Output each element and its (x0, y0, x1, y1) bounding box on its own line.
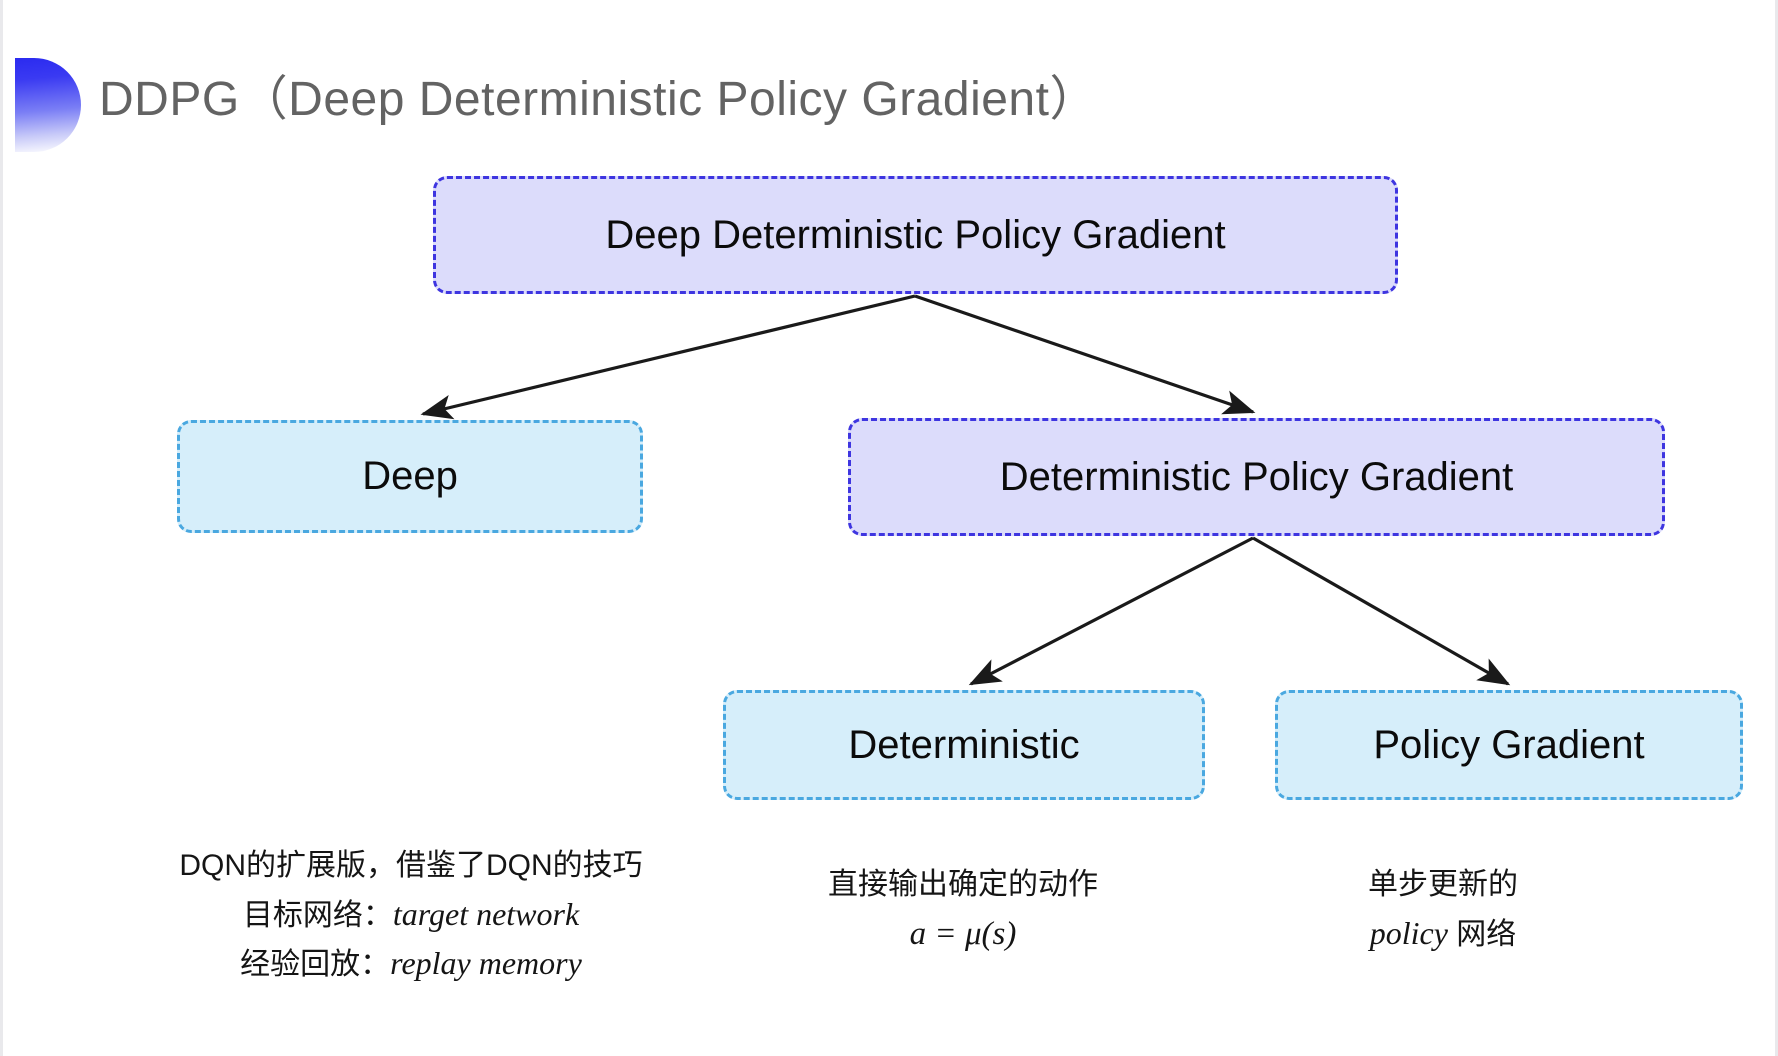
caption-deep-line-2: 目标网络：target network (151, 890, 671, 940)
edge-dpg-to-policy-gradient (1252, 536, 1511, 686)
caption-deep-line-2-term: target network (392, 895, 580, 932)
caption-deep: DQN的扩展版，借鉴了DQN的技巧 目标网络：target network 经验… (151, 843, 671, 989)
node-deterministic[interactable]: Deterministic (723, 690, 1205, 800)
node-label: Deterministic Policy Gradient (999, 454, 1514, 499)
node-deep[interactable]: Deep (177, 420, 643, 533)
page-title: DDPG（Deep Deterministic Policy Gradient） (99, 73, 1098, 126)
caption-policy-gradient-suffix: 网络 (1447, 917, 1517, 951)
edge-root-to-deep (420, 294, 916, 420)
caption-deterministic-formula: a = μ(s) (909, 915, 1017, 952)
caption-policy-gradient: 单步更新的 policy 网络 (1253, 862, 1633, 958)
node-label: Deterministic (848, 722, 1080, 767)
node-deep-deterministic-policy-gradient[interactable]: Deep Deterministic Policy Gradient (433, 176, 1398, 294)
node-label: Policy Gradient (1373, 722, 1645, 767)
half-circle-gradient-icon (15, 58, 81, 152)
caption-deterministic-line-1: 直接输出确定的动作 (828, 868, 1098, 901)
caption-deep-line-3: 经验回放：replay memory (151, 939, 671, 989)
node-label: Deep Deterministic Policy Gradient (605, 212, 1226, 257)
caption-deep-line-3-term: replay memory (390, 945, 582, 982)
caption-policy-gradient-line-2: policy 网络 (1253, 909, 1633, 959)
caption-deep-line-2-label: 目标网络： (242, 898, 393, 932)
caption-deep-line-3-label: 经验回放： (240, 948, 391, 982)
node-label: Deep (362, 454, 458, 498)
caption-deep-line-1: DQN的扩展版，借鉴了DQN的技巧 (179, 849, 643, 882)
caption-policy-gradient-line-1: 单步更新的 (1368, 868, 1518, 901)
edge-dpg-to-deterministic (968, 536, 1254, 686)
caption-policy-gradient-term: policy (1369, 914, 1448, 951)
node-policy-gradient[interactable]: Policy Gradient (1275, 690, 1743, 800)
caption-deterministic: 直接输出确定的动作 a = μ(s) (763, 862, 1163, 960)
node-deterministic-policy-gradient[interactable]: Deterministic Policy Gradient (848, 418, 1665, 536)
edge-root-to-dpg (914, 294, 1256, 415)
